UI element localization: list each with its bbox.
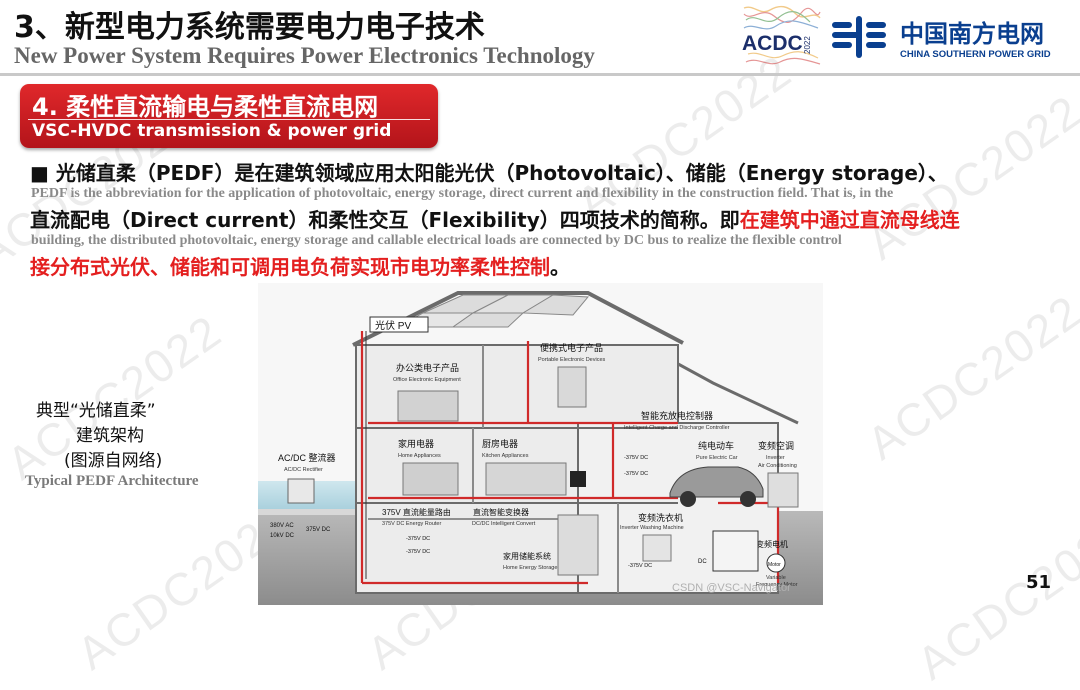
acdc-2022-logo: ACDC 2022: [742, 5, 821, 65]
watermark: ACDC2022: [857, 284, 1080, 470]
dc-converter-english: DC/DC Intelligent Convert: [472, 521, 536, 527]
dc-label: DC: [698, 559, 707, 565]
kitchen-appliances-label: 厨房电器: [482, 438, 518, 449]
body-line-2-english: building, the distributed photovoltaic, …: [31, 233, 842, 248]
charge-controller-english: Intelligent Charge and Discharge Control…: [624, 425, 730, 431]
kitchen-appliances-icon: [485, 462, 567, 496]
air-conditioning-english-1: Inverter: [766, 455, 785, 461]
body-line-2-highlight: 在建筑中通过直流母线连: [739, 208, 960, 232]
acdc-logo-text: ACDC: [742, 32, 803, 55]
home-appliances-icon: [402, 462, 459, 496]
figure-caption-line-1: 典型“光储直柔”: [36, 401, 156, 421]
header-divider: [0, 73, 1080, 76]
page-number: 51: [1026, 572, 1052, 593]
kitchen-appliances-english: Kitchen Appliances: [482, 453, 529, 459]
figure-caption-source: (图源自网络): [64, 451, 163, 471]
voltage-375v-dc: 375V DC: [306, 527, 331, 533]
body-line-3: 接分布式光伏、储能和可调用电负荷实现市电功率柔性控制。: [30, 251, 570, 280]
portable-devices-icon: [557, 366, 587, 408]
body-line-1-english: PEDF is the abbreviation for the applica…: [31, 186, 894, 201]
csg-name-en: CHINA SOUTHERN POWER GRID: [900, 49, 1051, 60]
air-conditioner-icon: [767, 472, 799, 508]
voltage-label-c: -375V DC: [624, 455, 648, 461]
office-equipment-english: Office Electronic Equipment: [393, 377, 461, 383]
section-title: 4. 柔性直流输电与柔性直流电网: [32, 93, 379, 121]
pv-label-box: [369, 316, 429, 333]
solar-panels: [396, 294, 590, 328]
rectifier-english: AC/DC Rectifier: [284, 467, 323, 473]
figure-caption-line-2: 建筑架构: [76, 426, 144, 446]
voltage-label-a: -375V DC: [406, 536, 430, 542]
electric-car-icon: [669, 466, 764, 507]
microwave-icon: [570, 471, 586, 487]
pv-label: 光伏 PV: [375, 319, 411, 332]
acdc-logo-year: 2022: [803, 36, 812, 54]
home-appliances-english: Home Appliances: [398, 453, 441, 459]
motor-english-2: Frequency Motor: [756, 582, 798, 588]
rectifier-icon: [287, 478, 315, 504]
portable-devices-label: 便携式电子产品: [540, 342, 603, 353]
energy-storage-english: Home Energy Storage: [503, 565, 557, 571]
section-banner: [20, 84, 438, 148]
office-equipment-icon: [397, 390, 459, 422]
energy-storage-label: 家用储能系统: [503, 551, 551, 561]
charge-controller-label: 智能充放电控制器: [641, 410, 713, 421]
electric-car-english: Pure Electric Car: [696, 455, 738, 461]
body-line-1-text: 光储直柔（PEDF）是在建筑领域应用太阳能光伏（Photovoltaic）、储能…: [55, 161, 948, 185]
dc-converter-label: 直流智能变换器: [473, 507, 529, 517]
slide-title-english: New Power System Requires Power Electron…: [14, 43, 595, 68]
voltage-label-d: -375V DC: [624, 471, 648, 477]
section-banner-divider: [28, 119, 430, 120]
air-conditioning-english-2: Air Conditioning: [758, 463, 797, 469]
watermark: ACDC2022: [907, 504, 1080, 690]
figure-caption-english: Typical PEDF Architecture: [25, 473, 199, 489]
image-credit: CSDN @VSC-Navigator: [672, 582, 791, 594]
office-equipment-label: 办公类电子产品: [396, 362, 459, 373]
motor-icon: [766, 553, 786, 573]
energy-router-label: 375V 直流能量路由: [382, 507, 451, 517]
voltage-label-b: -375V DC: [406, 549, 430, 555]
washing-machine-icon: [642, 534, 672, 562]
body-line-3-end: 。: [550, 255, 570, 279]
motor-label: 变频电机: [756, 539, 788, 549]
motor-english-1: Variable: [766, 575, 786, 581]
pedf-architecture-diagram: 光伏 PV 便携式电子产品 Portable Electronic Device…: [258, 283, 823, 605]
body-line-2: 直流配电（Direct current）和柔性交互（Flexibility）四项…: [30, 204, 960, 233]
energy-router-english: 375V DC Energy Router: [382, 521, 441, 527]
energy-storage-icon: [557, 514, 599, 576]
rectifier-label: AC/DC 整流器: [278, 452, 336, 463]
csg-emblem-icon: [832, 16, 886, 58]
section-subtitle: VSC-HVDC transmission & power grid: [32, 121, 392, 141]
watermark: ACDC2022: [567, 44, 802, 230]
china-southern-power-grid-logo: 中国南方电网 CHINA SOUTHERN POWER GRID: [832, 16, 1051, 60]
voltage-10kv-dc: 10kV DC: [270, 533, 295, 539]
voltage-380v-ac: 380V AC: [270, 523, 294, 529]
portable-devices-english: Portable Electronic Devices: [538, 357, 606, 363]
bullet-icon: ■: [30, 161, 49, 185]
home-appliances-label: 家用电器: [398, 438, 434, 449]
body-line-2-text: 直流配电（Direct current）和柔性交互（Flexibility）四项…: [30, 208, 740, 232]
washing-machine-label: 变频洗衣机: [638, 512, 683, 523]
voltage-label-e: -375V DC: [628, 563, 652, 569]
air-conditioning-label: 变频空调: [758, 440, 794, 451]
washing-machine-english: Inverter Washing Machine: [620, 525, 684, 531]
body-line-3-highlight: 接分布式光伏、储能和可调用电负荷实现市电功率柔性控制: [30, 255, 550, 279]
slide-title: 3、新型电力系统需要电力电子技术: [14, 10, 485, 45]
body-line-1: ■ 光储直柔（PEDF）是在建筑领域应用太阳能光伏（Photovoltaic）、…: [30, 157, 948, 186]
motor-icon-label: Motor: [768, 562, 781, 568]
inverter-circuit-icon: [712, 530, 759, 572]
electric-car-label: 纯电动车: [698, 440, 734, 451]
csg-name-cn: 中国南方电网: [900, 20, 1044, 48]
